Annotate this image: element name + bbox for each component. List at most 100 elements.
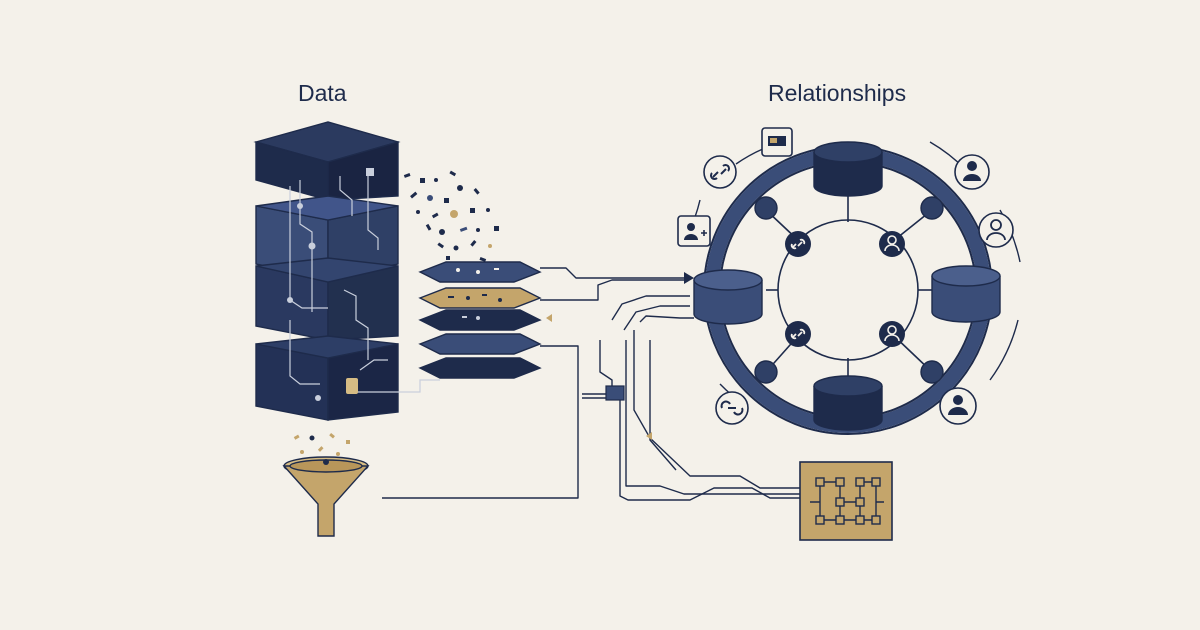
particle	[346, 440, 350, 444]
ring-junctions	[754, 196, 944, 384]
plus-glyph	[701, 230, 707, 236]
junction-node	[754, 196, 778, 220]
connector-line	[623, 305, 690, 331]
particle	[444, 198, 449, 203]
particle	[437, 242, 445, 249]
arrow-head-gold	[546, 314, 552, 322]
circuit-line	[299, 180, 313, 312]
particle	[431, 212, 439, 219]
server-circuit-nodes	[287, 168, 374, 401]
database-top	[931, 265, 1001, 287]
particle	[466, 296, 470, 300]
particle	[317, 446, 324, 452]
connector-line	[639, 315, 694, 323]
particle	[473, 188, 480, 195]
grid-node	[815, 515, 825, 525]
link-glyph	[720, 400, 744, 416]
particle	[293, 434, 300, 440]
user-body	[963, 174, 981, 181]
database-body	[813, 386, 883, 431]
particle	[470, 240, 477, 247]
particle	[482, 294, 487, 296]
circuit-node	[346, 378, 358, 394]
junction-node	[754, 360, 778, 384]
particle	[476, 228, 480, 232]
orbit-arc	[989, 319, 1019, 381]
arrow-head	[684, 272, 694, 284]
server-circuit-lines	[289, 176, 440, 393]
server-block-top-face	[255, 195, 399, 221]
card-fill-gold	[770, 138, 777, 143]
connector-line	[619, 400, 800, 501]
layer-slab	[418, 357, 542, 379]
user-icon	[978, 212, 1014, 248]
database-icon	[693, 269, 763, 325]
particle	[494, 226, 499, 231]
user-icon	[879, 231, 905, 257]
particle	[420, 178, 425, 183]
user-head	[990, 219, 1002, 231]
connector-line	[540, 267, 684, 279]
grid-node	[835, 477, 845, 487]
link-icon	[715, 391, 749, 425]
circuit-line	[289, 320, 320, 385]
node-circle	[703, 155, 737, 189]
particle	[457, 185, 463, 191]
relationships-title: Relationships	[768, 80, 907, 106]
connector-line	[540, 279, 684, 301]
circuit-line	[367, 176, 379, 250]
circuit-node	[308, 242, 316, 250]
grid-node	[835, 515, 845, 525]
particle	[459, 226, 468, 232]
grid-node	[855, 477, 865, 487]
ring-spokes	[765, 196, 933, 382]
particle	[446, 256, 450, 260]
layer-specks	[448, 268, 502, 320]
circuit-node	[315, 395, 321, 401]
database-icon	[813, 375, 883, 431]
database-top	[693, 269, 763, 291]
user-body	[948, 407, 968, 415]
circuit-line	[359, 359, 388, 371]
particle	[323, 459, 329, 465]
particle	[488, 244, 492, 248]
user-head	[887, 235, 897, 245]
circuit-line	[343, 289, 369, 360]
grid-nodes	[815, 477, 881, 525]
link-glyph	[709, 163, 731, 181]
particle	[425, 223, 432, 231]
server-block-top-face	[255, 335, 399, 359]
particle	[448, 296, 454, 298]
server-block-side	[327, 141, 399, 201]
grid-frame	[799, 461, 893, 541]
grid-node	[855, 515, 865, 525]
link-icon	[703, 155, 737, 189]
database-body	[693, 280, 763, 325]
particle	[416, 210, 420, 214]
particle	[453, 245, 459, 251]
particle	[476, 270, 480, 274]
particle	[486, 208, 490, 212]
satellite-nodes	[677, 127, 1014, 425]
grid-edge	[819, 482, 841, 521]
particle	[329, 432, 335, 439]
grid-node	[871, 477, 881, 487]
arrow-head-gold	[646, 432, 652, 440]
particle	[336, 452, 340, 456]
grid-node	[835, 497, 845, 507]
grid-node	[855, 497, 865, 507]
funnel-body	[282, 465, 370, 537]
arrow-heads	[546, 272, 694, 440]
node-circle	[954, 154, 990, 190]
database-body	[813, 152, 883, 197]
server-stack-icon	[253, 121, 401, 421]
particle	[427, 195, 433, 201]
connector-lines	[382, 267, 800, 501]
particle	[450, 210, 458, 218]
card-frame	[677, 215, 711, 247]
particle	[462, 316, 467, 318]
grid-edge	[859, 482, 877, 521]
particle	[470, 208, 475, 213]
card-icon	[761, 127, 793, 157]
